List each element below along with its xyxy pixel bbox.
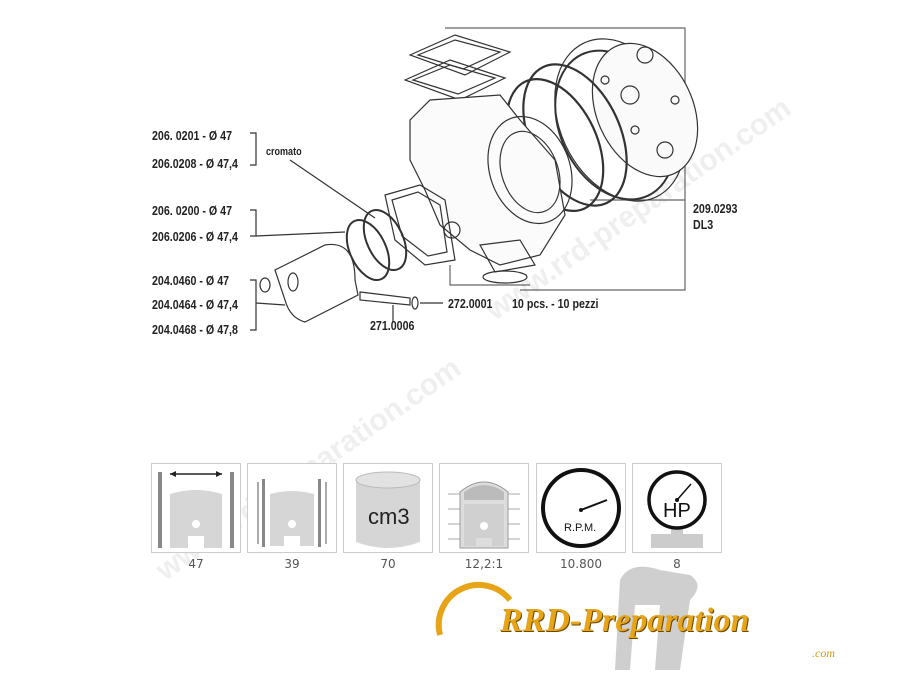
part-label: cromato (266, 146, 302, 158)
spec-value: 70 (380, 557, 396, 571)
spec-value: 12,2:1 (464, 557, 504, 571)
spec-stroke: 39 (247, 463, 337, 571)
base-gasket (384, 184, 456, 266)
spec-value: 10.800 (560, 557, 602, 571)
spec-bore: 47 (151, 463, 241, 571)
spec-displacement: cm3 70 (343, 463, 433, 571)
spec-value: 8 (673, 557, 681, 571)
rpm-icon-text: R.P.M. (564, 522, 597, 534)
hp-icon-text: HP (663, 500, 691, 522)
part-label: 206. 0201 - Ø 47 (152, 128, 233, 143)
part-label: 209.0293 (693, 201, 738, 216)
part-label: 204.0460 - Ø 47 (152, 273, 230, 288)
exploded-cylinder-diagram (250, 27, 699, 331)
cylinder-head (554, 38, 699, 202)
part-label: 204.0468 - Ø 47,8 (152, 322, 238, 337)
compression-ratio-icon (448, 481, 520, 549)
spec-rpm: R.P.M. 10.800 (536, 463, 626, 571)
part-label: 271.0006 (370, 318, 415, 333)
horsepower-gauge-icon (647, 470, 707, 548)
head-gasket (403, 34, 512, 101)
piston-pin (359, 291, 411, 306)
logo-suffix: .com (812, 646, 835, 660)
piston (259, 243, 359, 323)
bore-icon (158, 471, 234, 548)
part-label: 204.0464 - Ø 47,4 (152, 297, 238, 312)
spec-value: 39 (284, 557, 300, 571)
spec-horsepower: HP 8 (632, 463, 722, 571)
spec-value: 47 (188, 557, 204, 571)
part-label: 206.0206 - Ø 47,4 (152, 229, 238, 244)
part-label: DL3 (693, 217, 714, 232)
rpm-gauge-icon (541, 468, 621, 548)
logo-text: RRD-Preparation (500, 602, 750, 639)
part-label: 272.0001 (448, 296, 493, 311)
stroke-icon (257, 479, 327, 547)
spec-compression: 12,2:1 (439, 463, 529, 571)
part-label: 206.0208 - Ø 47,4 (152, 156, 238, 171)
part-label: 206. 0200 - Ø 47 (152, 203, 233, 218)
displacement-icon-text: cm3 (368, 504, 410, 529)
displacement-icon (355, 471, 421, 548)
part-label: 10 pcs. - 10 pezzi (512, 296, 599, 311)
rrd-preparation-logo (435, 566, 698, 670)
